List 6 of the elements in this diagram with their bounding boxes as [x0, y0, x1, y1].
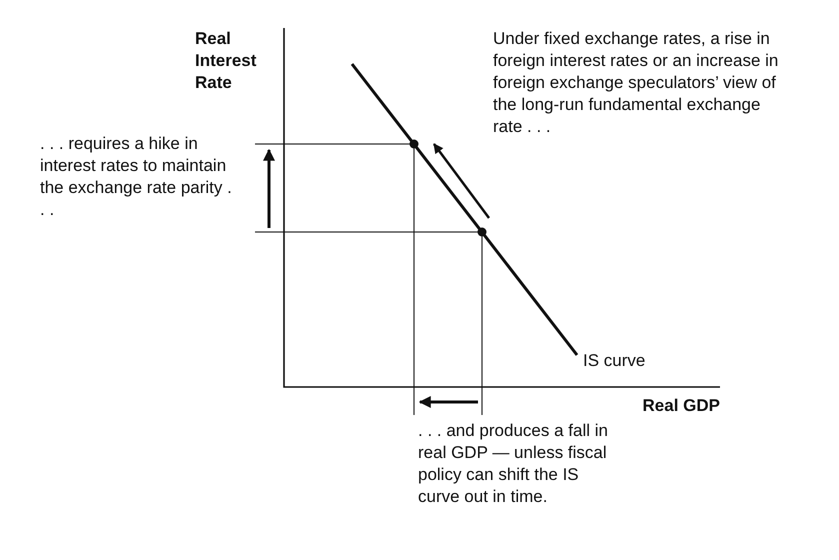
annotation-text: . . . and produces a fall in real GDP — unless fiscal policy can shift the IS curve out in time. [418, 420, 608, 508]
curve-label: IS curve [583, 350, 646, 372]
axis-title: Real GDP [642, 395, 720, 417]
annotation-text: . . . requires a hike in interest rates to maintain the exchange rate parity . . . [40, 133, 233, 221]
axis-title: Real Interest Rate [195, 28, 258, 94]
annotation-text: Under fixed exchange rates, a rise in foreign interest rates or an increase in foreign exchange speculators’ view of the long-run fundamental exchange rate . . . [493, 28, 780, 138]
